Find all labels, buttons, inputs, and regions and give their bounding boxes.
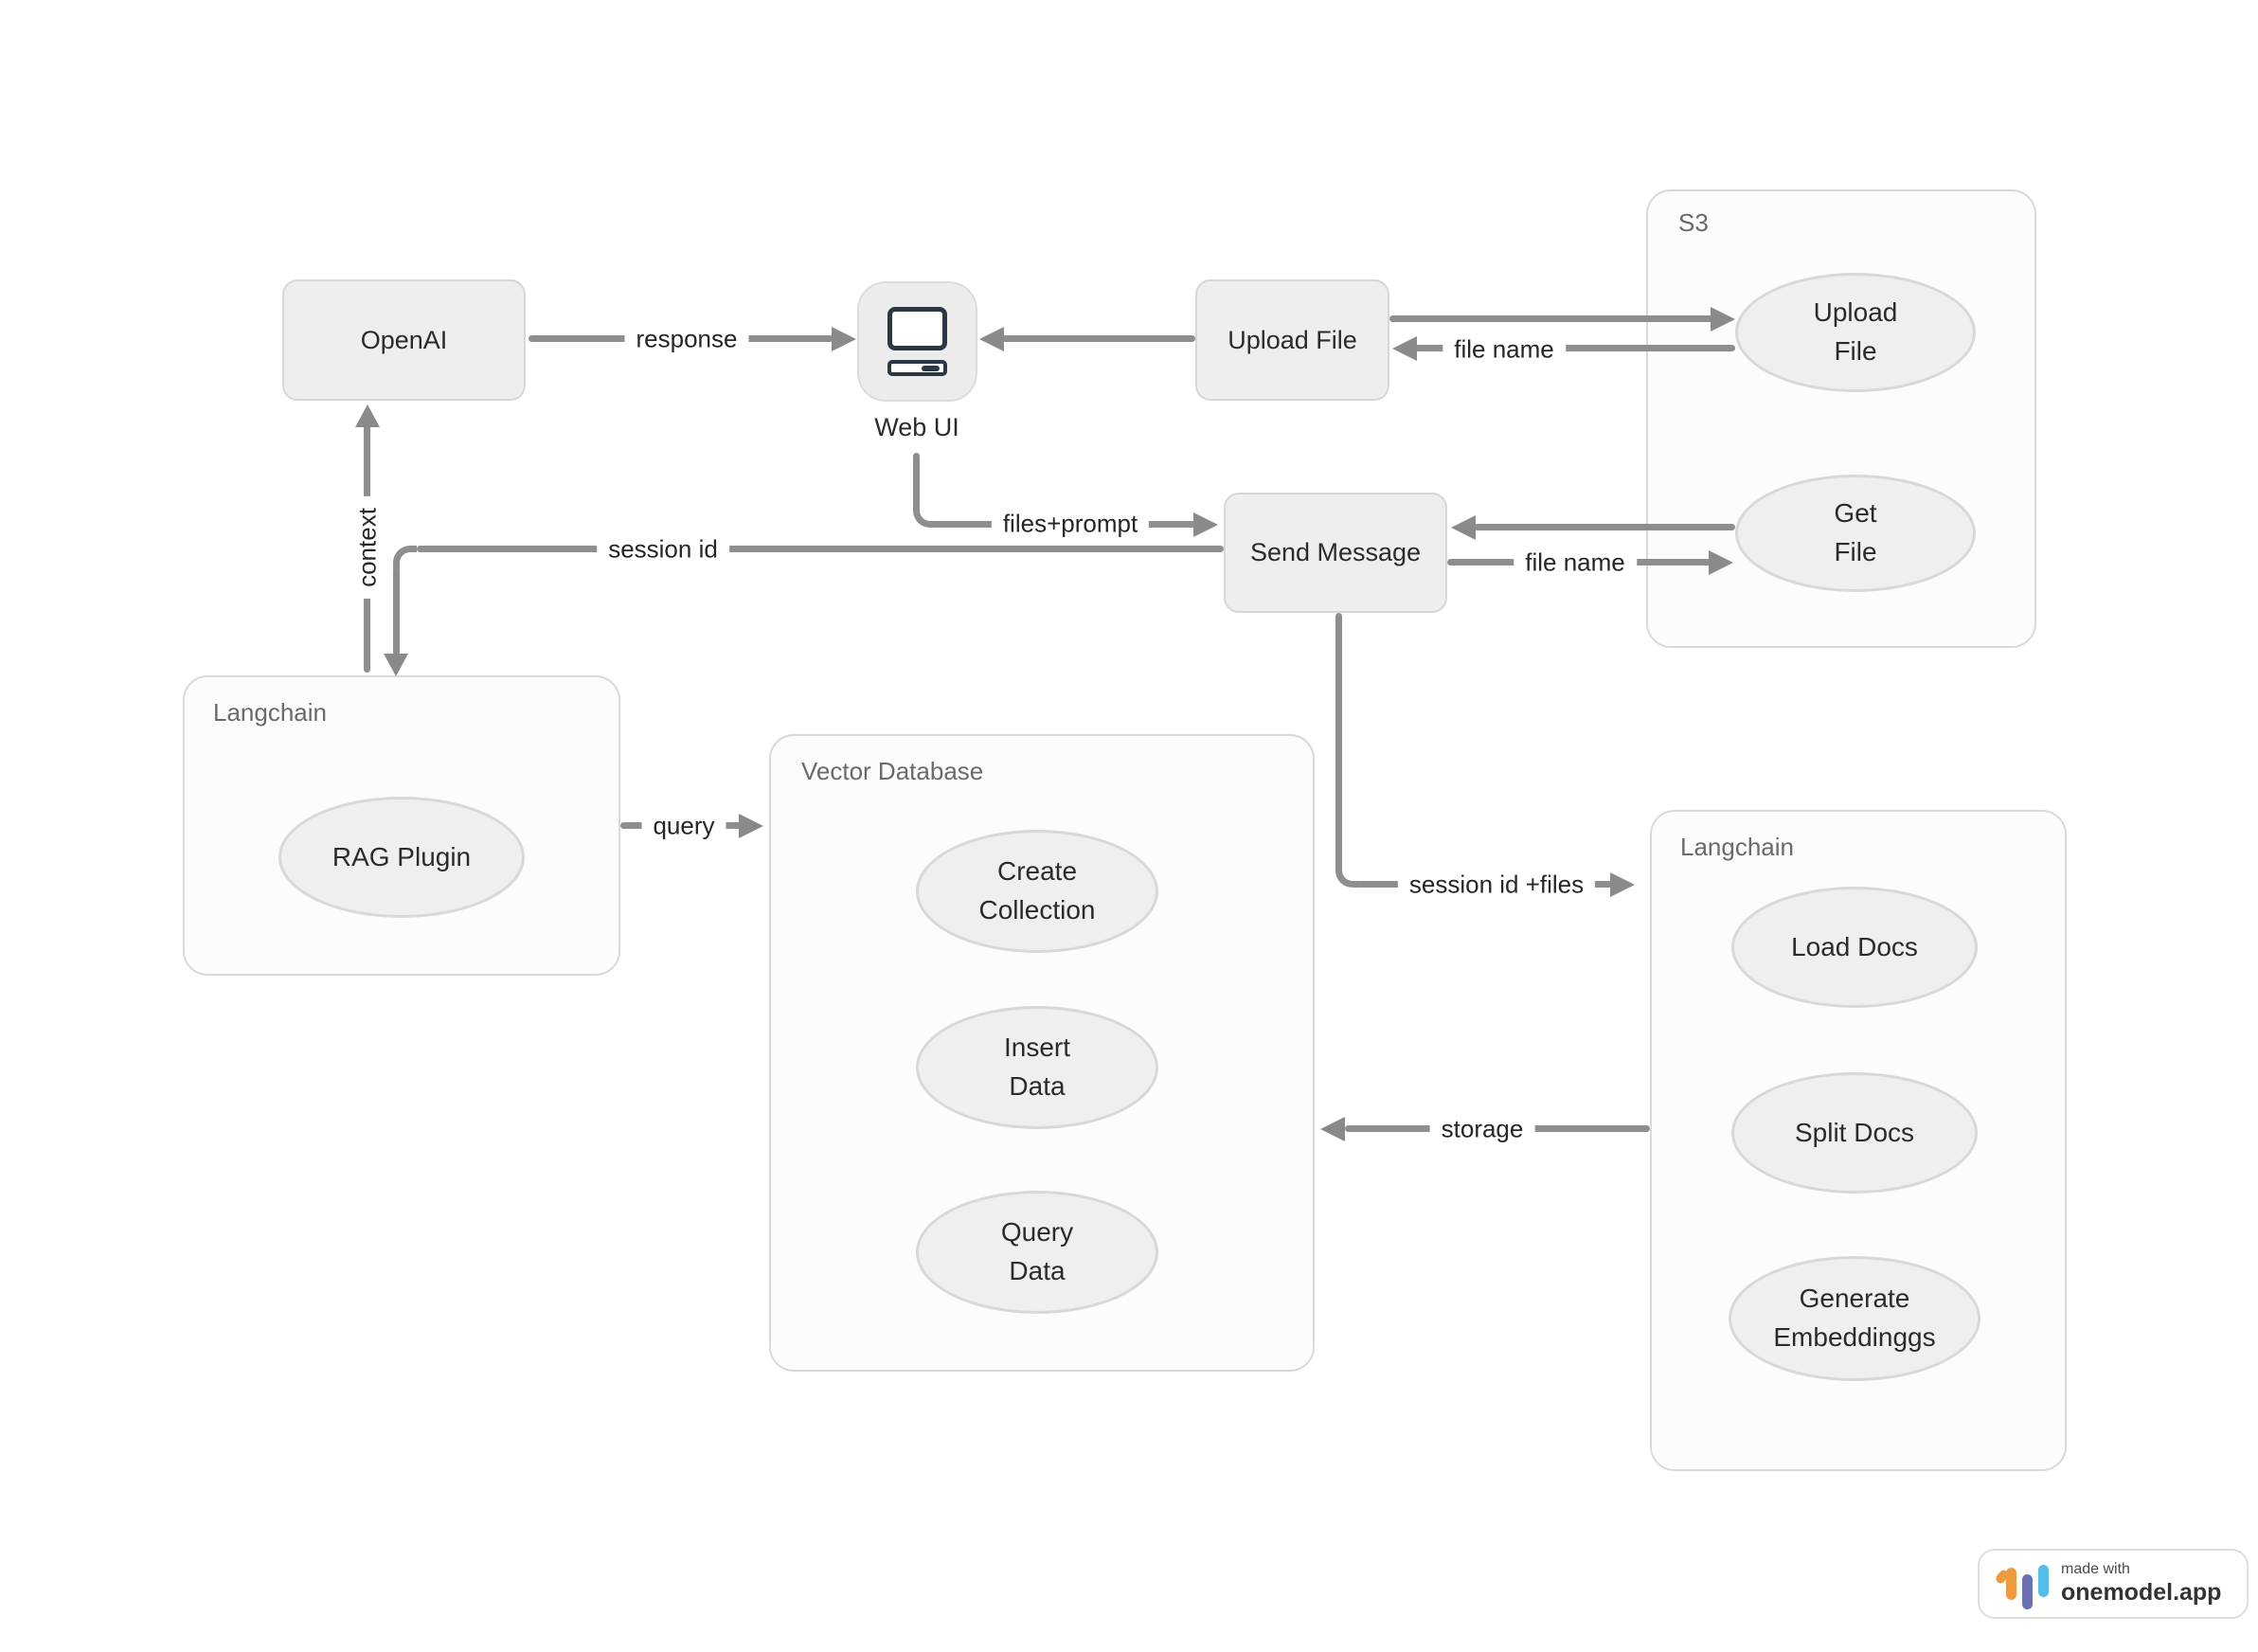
langchain-right-label: Langchain <box>1680 833 1794 861</box>
generate-embeddings-ellipse[interactable]: Generate Embeddinggs <box>1729 1256 1980 1381</box>
split-docs-label: Split Docs <box>1794 1117 1915 1147</box>
s3-container-label: S3 <box>1678 208 1709 237</box>
edge-context-label: context <box>350 496 385 599</box>
query-data-line2: Data <box>1009 1256 1066 1285</box>
load-docs-label: Load Docs <box>1791 931 1918 961</box>
generate-embeddings-line2: Embeddinggs <box>1773 1322 1936 1352</box>
insert-data-line1: Insert <box>1003 1032 1071 1063</box>
s3-get-file-ellipse[interactable]: Get File <box>1735 475 1976 592</box>
edge-sessionid-label: session id <box>597 532 729 566</box>
arrow-right-icon <box>1709 550 1733 575</box>
logo-bar-indigo <box>2022 1574 2033 1609</box>
arrow-left-icon <box>1320 1117 1345 1141</box>
keyboard-chip-icon <box>922 366 940 371</box>
rag-plugin-label: RAG Plugin <box>332 841 472 871</box>
edge-storage-label: storage <box>1429 1112 1535 1146</box>
arrow-right-icon <box>832 327 856 351</box>
send-message-node-label: Send Message <box>1249 538 1422 566</box>
arrow-left-icon <box>1451 515 1476 540</box>
query-data-ellipse[interactable]: Query Data <box>916 1191 1158 1314</box>
upload-file-node-label: Upload File <box>1228 325 1357 354</box>
edge-query-label: query <box>641 809 726 843</box>
split-docs-ellipse[interactable]: Split Docs <box>1731 1072 1978 1194</box>
onemodel-badge[interactable]: made with onemodel.app <box>1978 1549 2249 1619</box>
web-ui-node-label: Web UI <box>874 413 959 441</box>
edge-sessionid-corner <box>393 546 417 569</box>
arrow-up-icon <box>355 404 380 427</box>
s3-get-file-line1: Get <box>1834 498 1877 529</box>
arrow-left-icon <box>979 327 1004 351</box>
edge-sessionid-vline <box>393 567 400 655</box>
s3-upload-file-ellipse[interactable]: Upload File <box>1735 273 1976 392</box>
computer-monitor-icon <box>887 307 947 350</box>
query-data-line1: Query <box>1000 1217 1074 1248</box>
rag-plugin-ellipse[interactable]: RAG Plugin <box>278 797 525 918</box>
edge-sessionidfiles-corner <box>1335 864 1359 888</box>
arrow-right-icon <box>1610 872 1635 897</box>
s3-upload-file-line2: File <box>1834 336 1877 366</box>
arrow-right-icon <box>1711 307 1735 332</box>
openai-node-label: OpenAI <box>360 325 448 354</box>
edge-uploadbox-s3-line <box>1389 315 1713 322</box>
edge-filename-upload-label: file name <box>1443 332 1566 367</box>
send-message-node[interactable]: Send Message <box>1224 493 1447 613</box>
arrow-left-icon <box>1392 336 1417 361</box>
s3-upload-file-line1: Upload <box>1813 297 1898 328</box>
edge-sessionid-hline <box>417 546 1224 552</box>
edge-filesprompt-label: files+prompt <box>991 507 1150 541</box>
edge-filesprompt-corner <box>913 505 936 528</box>
vector-database-label: Vector Database <box>801 757 984 785</box>
badge-brand-text: onemodel.app <box>2061 1578 2222 1606</box>
upload-file-node[interactable]: Upload File <box>1195 279 1389 401</box>
badge-made-with-text: made with <box>2061 1561 2130 1577</box>
create-collection-ellipse[interactable]: Create Collection <box>916 830 1158 953</box>
load-docs-ellipse[interactable]: Load Docs <box>1731 887 1978 1008</box>
langchain-left-label: Langchain <box>213 698 327 727</box>
edge-sessionidfiles-label: session id +files <box>1397 868 1596 902</box>
logo-bar-blue <box>2038 1565 2049 1597</box>
edge-filename-upload-line <box>1415 345 1735 351</box>
edge-uploadbox-webui-line <box>1002 335 1195 342</box>
s3-get-file-line2: File <box>1834 537 1877 566</box>
edge-sessionidfiles-vline <box>1335 613 1342 867</box>
create-collection-line2: Collection <box>978 895 1096 925</box>
arrow-right-icon <box>1193 512 1218 537</box>
onemodel-logo-icon <box>1994 1564 2050 1609</box>
edge-getfile-sendmsg-line <box>1474 524 1735 530</box>
edge-filename-get-label: file name <box>1514 546 1637 580</box>
arrow-down-icon <box>384 654 408 676</box>
arrow-right-icon <box>739 814 763 838</box>
openai-node[interactable]: OpenAI <box>282 279 526 401</box>
insert-data-line2: Data <box>1009 1071 1066 1101</box>
web-ui-node[interactable] <box>857 281 977 402</box>
create-collection-line1: Create <box>996 856 1078 887</box>
computer-keyboard-icon <box>887 360 947 376</box>
generate-embeddings-line1: Generate <box>1799 1284 1910 1314</box>
insert-data-ellipse[interactable]: Insert Data <box>916 1006 1158 1129</box>
logo-bar-orange <box>2006 1568 2016 1600</box>
edge-response-label: response <box>624 322 749 356</box>
edge-filesprompt-vline <box>913 453 920 508</box>
